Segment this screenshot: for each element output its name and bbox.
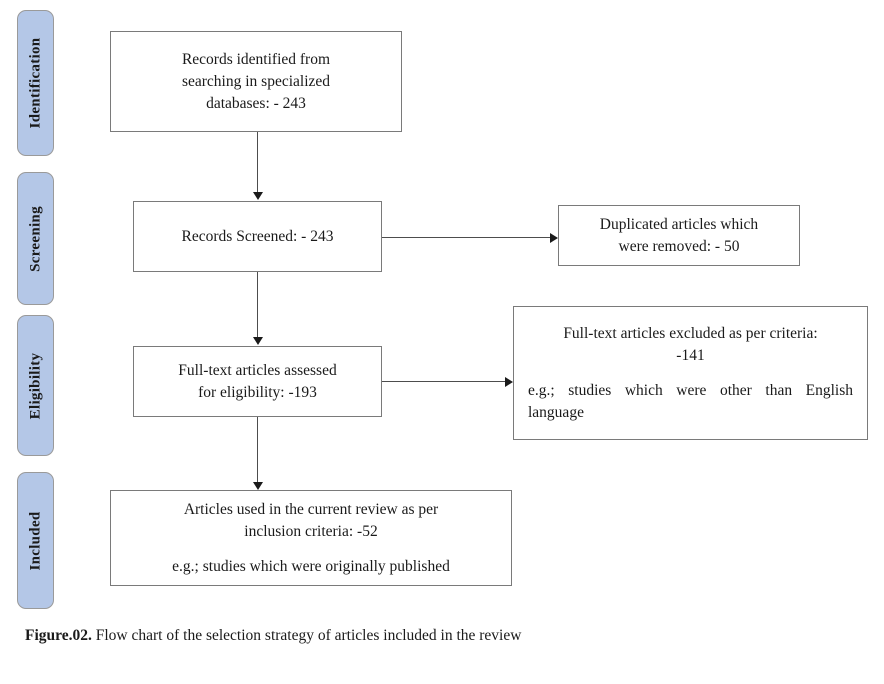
box-fulltext-excluded-line-2: -141 xyxy=(676,347,705,364)
stage-label-included: Included xyxy=(27,510,43,571)
arrowhead-screened-to-fulltext xyxy=(253,337,263,345)
box-records-identified: Records identified from searching in spe… xyxy=(110,31,402,132)
connector-screened-to-fulltext xyxy=(257,272,258,337)
box-fulltext-excluded: Full-text articles excluded as per crite… xyxy=(513,306,868,440)
box-articles-included: Articles used in the current review as p… xyxy=(110,490,512,586)
box-records-identified-line-1: Records identified from xyxy=(181,50,331,68)
arrowhead-fulltext-to-included xyxy=(253,482,263,490)
stage-label-identification: Identification xyxy=(27,37,43,129)
stage-pill-identification: Identification xyxy=(17,10,54,156)
stage-label-eligibility: Eligibility xyxy=(27,352,43,419)
box-duplicates-removed-line-2: were removed: - 50 xyxy=(618,237,740,255)
arrowhead-screened-to-duplicates xyxy=(550,233,558,243)
box-fulltext-excluded-line-1: Full-text articles excluded as per crite… xyxy=(563,325,818,342)
box-duplicates-removed: Duplicated articles which were removed: … xyxy=(558,205,800,266)
box-duplicates-removed-line-1: Duplicated articles which xyxy=(599,215,759,233)
box-articles-included-note: e.g.; studies which were originally publ… xyxy=(172,557,450,575)
box-records-identified-line-2: searching in specialized xyxy=(181,72,331,90)
connector-fulltext-to-included xyxy=(257,417,258,482)
box-records-screened-line-1: Records Screened: - 243 xyxy=(181,227,334,245)
box-fulltext-assessed-line-2: for eligibility: -193 xyxy=(198,383,317,401)
box-records-screened: Records Screened: - 243 xyxy=(133,201,382,272)
arrowhead-fulltext-to-excluded xyxy=(505,377,513,387)
figure-caption-label: Figure.02. xyxy=(25,627,92,644)
connector-identified-to-screened xyxy=(257,132,258,192)
figure-caption-text: Flow chart of the selection strategy of … xyxy=(95,627,522,644)
connector-fulltext-to-excluded xyxy=(382,381,505,382)
stage-pill-screening: Screening xyxy=(17,172,54,305)
arrowhead-identified-to-screened xyxy=(253,192,263,200)
stage-pill-included: Included xyxy=(17,472,54,609)
box-records-identified-line-3: databases: - 243 xyxy=(206,94,306,112)
figure-caption: Figure.02. Flow chart of the selection s… xyxy=(25,625,545,647)
box-articles-included-line-2: inclusion criteria: -52 xyxy=(244,522,378,540)
box-articles-included-line-1: Articles used in the current review as p… xyxy=(183,500,439,518)
box-fulltext-excluded-note: e.g.; studies which were other than Engl… xyxy=(528,382,853,421)
connector-screened-to-duplicates xyxy=(382,237,550,238)
box-fulltext-assessed: Full-text articles assessed for eligibil… xyxy=(133,346,382,417)
stage-pill-eligibility: Eligibility xyxy=(17,315,54,456)
box-fulltext-assessed-line-1: Full-text articles assessed xyxy=(178,361,337,379)
stage-label-screening: Screening xyxy=(27,205,43,272)
